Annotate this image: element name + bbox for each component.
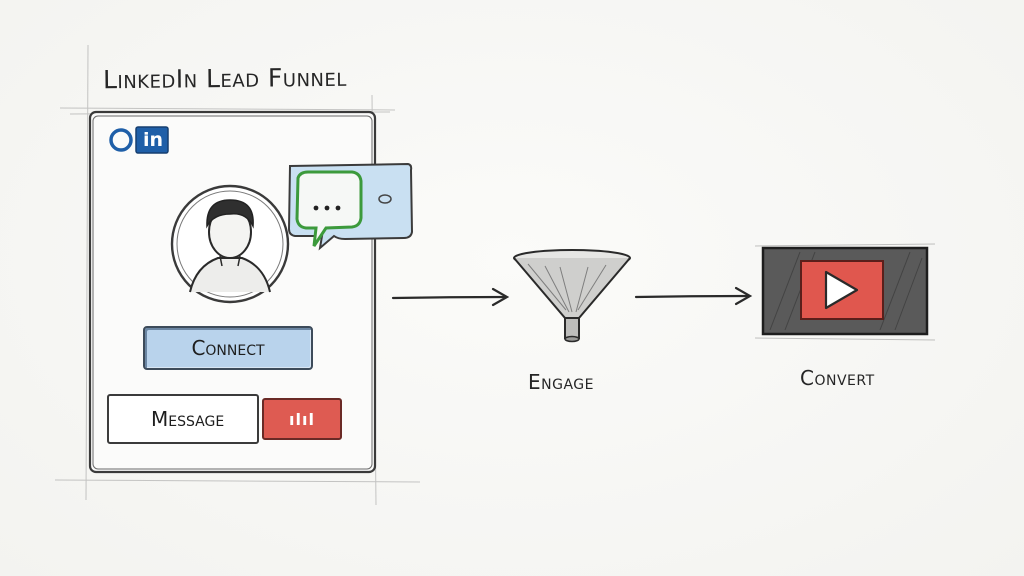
red-action-button[interactable]: ılıl [262,398,342,440]
linkedin-logo-text: in [142,129,164,151]
funnel-icon [513,249,631,343]
flow-arrow-1 [391,287,510,307]
connect-button[interactable]: Connect [143,326,313,370]
stage-convert-label: Convert [800,366,875,390]
chat-bubble-icon [287,162,414,251]
avatar-icon [170,184,290,304]
message-button[interactable]: Message [107,394,259,444]
diagram-title: LinkedIn Lead Funnel [102,62,347,95]
flow-arrow-2 [634,286,753,306]
linkedin-logo-icon [109,126,169,154]
video-play-icon [754,243,936,341]
stage-engage-label: Engage [528,370,594,394]
